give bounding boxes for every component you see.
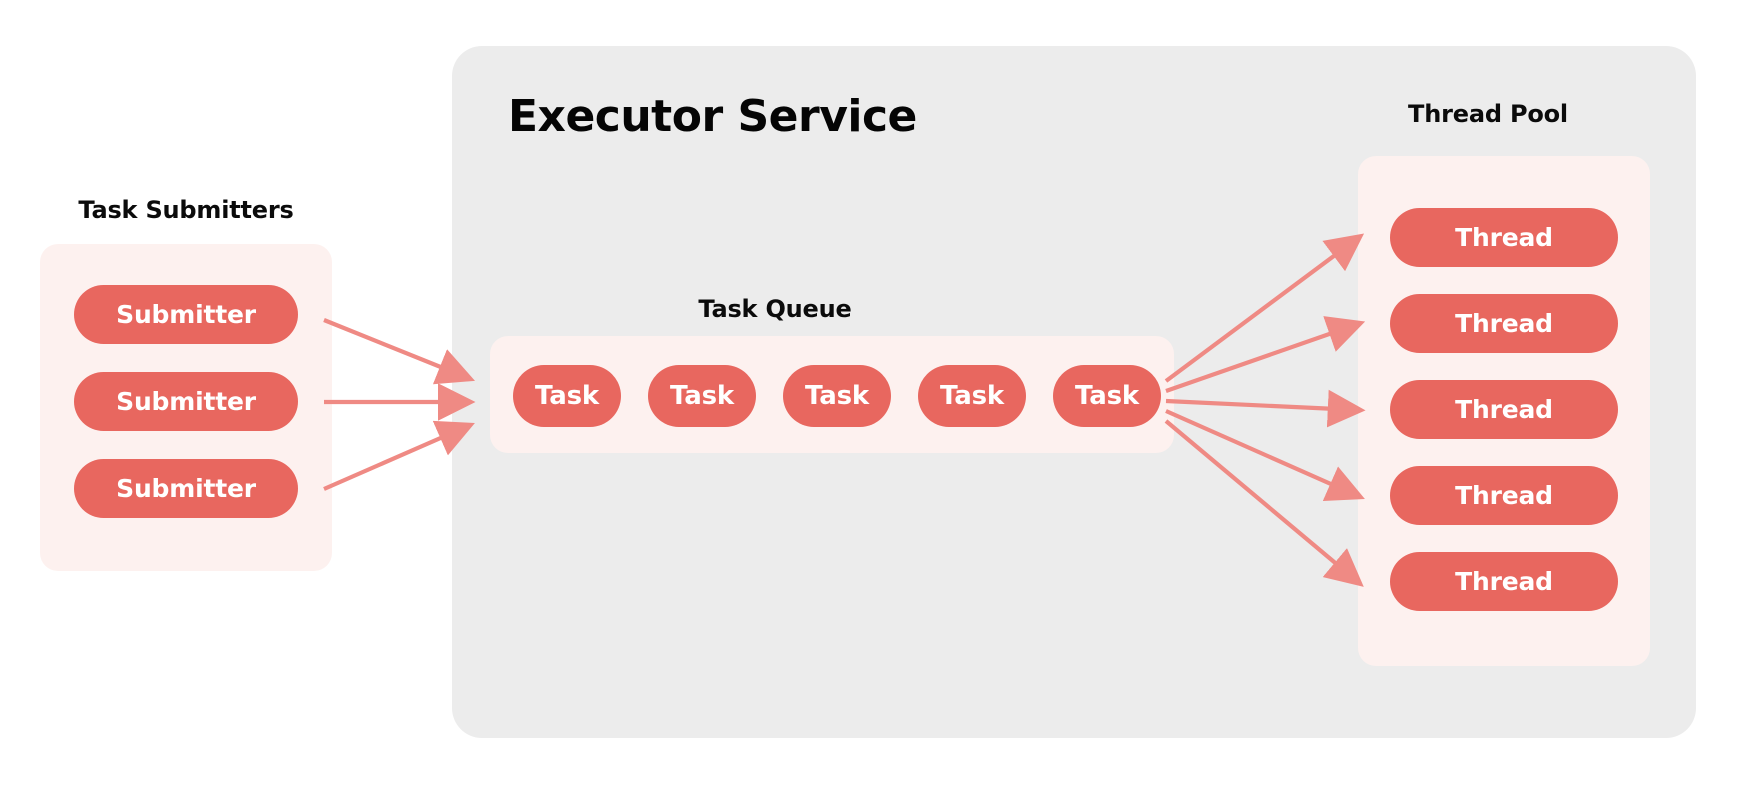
thread-pill-label: Thread [1455,395,1553,424]
submitter-pill-label: Submitter [116,387,256,416]
submitter-pill[interactable]: Submitter [74,285,298,344]
arrow-submitter1-to-queue [323,318,476,385]
thread-pill[interactable]: Thread [1390,208,1618,267]
thread-pill[interactable]: Thread [1390,466,1618,525]
thread-pool-label: Thread Pool [1408,100,1568,128]
task-pill[interactable]: Task [783,365,891,427]
submitter-pill[interactable]: Submitter [74,459,298,518]
task-pill-label: Task [1075,381,1139,411]
task-pill[interactable]: Task [513,365,621,427]
task-pill-label: Task [805,381,869,411]
task-pill[interactable]: Task [1053,365,1161,427]
arrow-submitter3-to-queue [323,420,475,491]
task-submitters-label: Task Submitters [78,196,294,224]
task-pill[interactable]: Task [918,365,1026,427]
task-pill[interactable]: Task [648,365,756,427]
task-queue-label: Task Queue [698,295,852,323]
task-pill-label: Task [940,381,1004,411]
submitter-pill-label: Submitter [116,300,256,329]
submitter-pill[interactable]: Submitter [74,372,298,431]
thread-pill-label: Thread [1455,481,1553,510]
thread-pill-label: Thread [1455,567,1553,596]
thread-pill-label: Thread [1455,309,1553,338]
thread-pill[interactable]: Thread [1390,294,1618,353]
thread-pill[interactable]: Thread [1390,552,1618,611]
thread-pill-label: Thread [1455,223,1553,252]
thread-pill[interactable]: Thread [1390,380,1618,439]
submitter-pill-label: Submitter [116,474,256,503]
executor-service-title: Executor Service [508,91,917,142]
task-pill-label: Task [670,381,734,411]
task-pill-label: Task [535,381,599,411]
